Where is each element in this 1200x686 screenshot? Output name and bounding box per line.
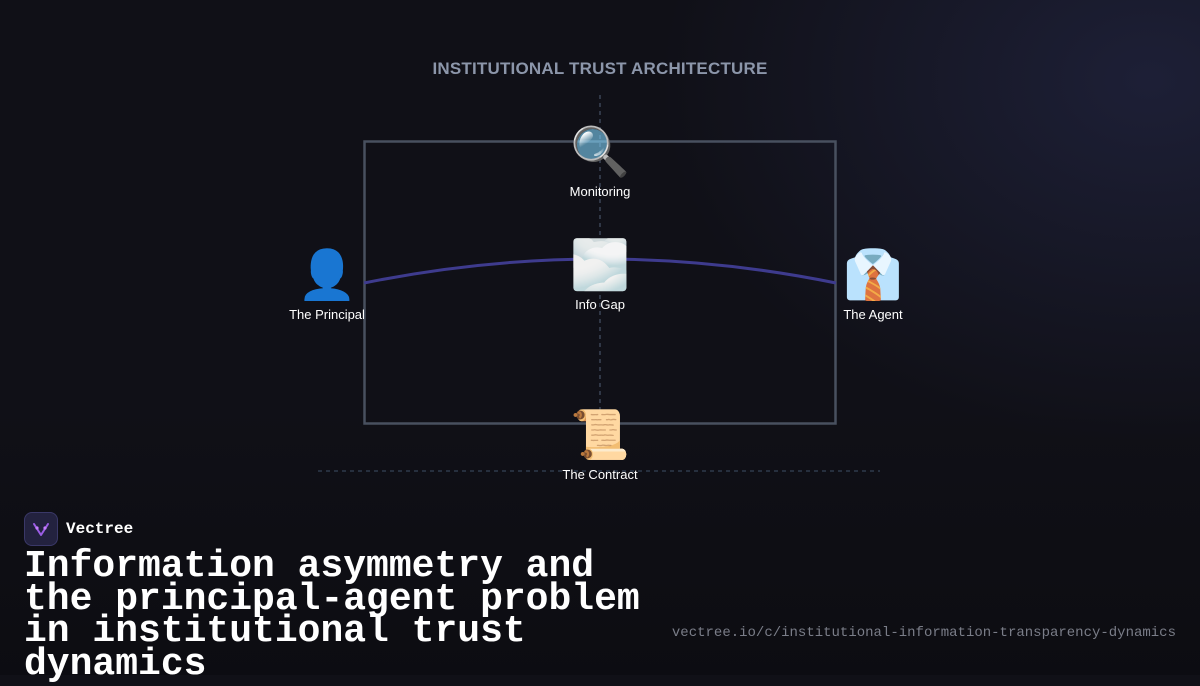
fog-icon: 🌫️	[570, 237, 630, 293]
principal-node: 👤 The Principal	[272, 247, 382, 322]
agent-label: The Agent	[843, 307, 903, 322]
agent-node: 👔 The Agent	[823, 247, 923, 322]
diagram-title: INSTITUTIONAL TRUST ARCHITECTURE	[432, 59, 768, 78]
brand-name: Vectree	[66, 520, 134, 538]
scroll-icon: 📜	[570, 407, 630, 463]
shirt-tie-icon: 👔	[843, 247, 903, 303]
headline: Information asymmetry and the principal-…	[24, 545, 640, 686]
monitoring-label: Monitoring	[569, 184, 631, 199]
magnifying-glass-icon: 🔍	[570, 124, 630, 180]
contract-label: The Contract	[562, 467, 638, 482]
contract-node: 📜 The Contract	[545, 407, 655, 482]
info-gap-node: 🌫️ Info Gap	[550, 237, 650, 312]
vectree-logo-icon	[24, 512, 58, 546]
principal-agent-curve	[363, 257, 837, 285]
monitoring-node: 🔍 Monitoring	[550, 124, 650, 199]
page-url[interactable]: vectree.io/c/institutional-information-t…	[671, 625, 1176, 641]
person-icon: 👤	[297, 247, 357, 303]
principal-label: The Principal	[289, 307, 365, 322]
info-gap-label: Info Gap	[575, 297, 625, 312]
brand: Vectree	[24, 512, 133, 546]
